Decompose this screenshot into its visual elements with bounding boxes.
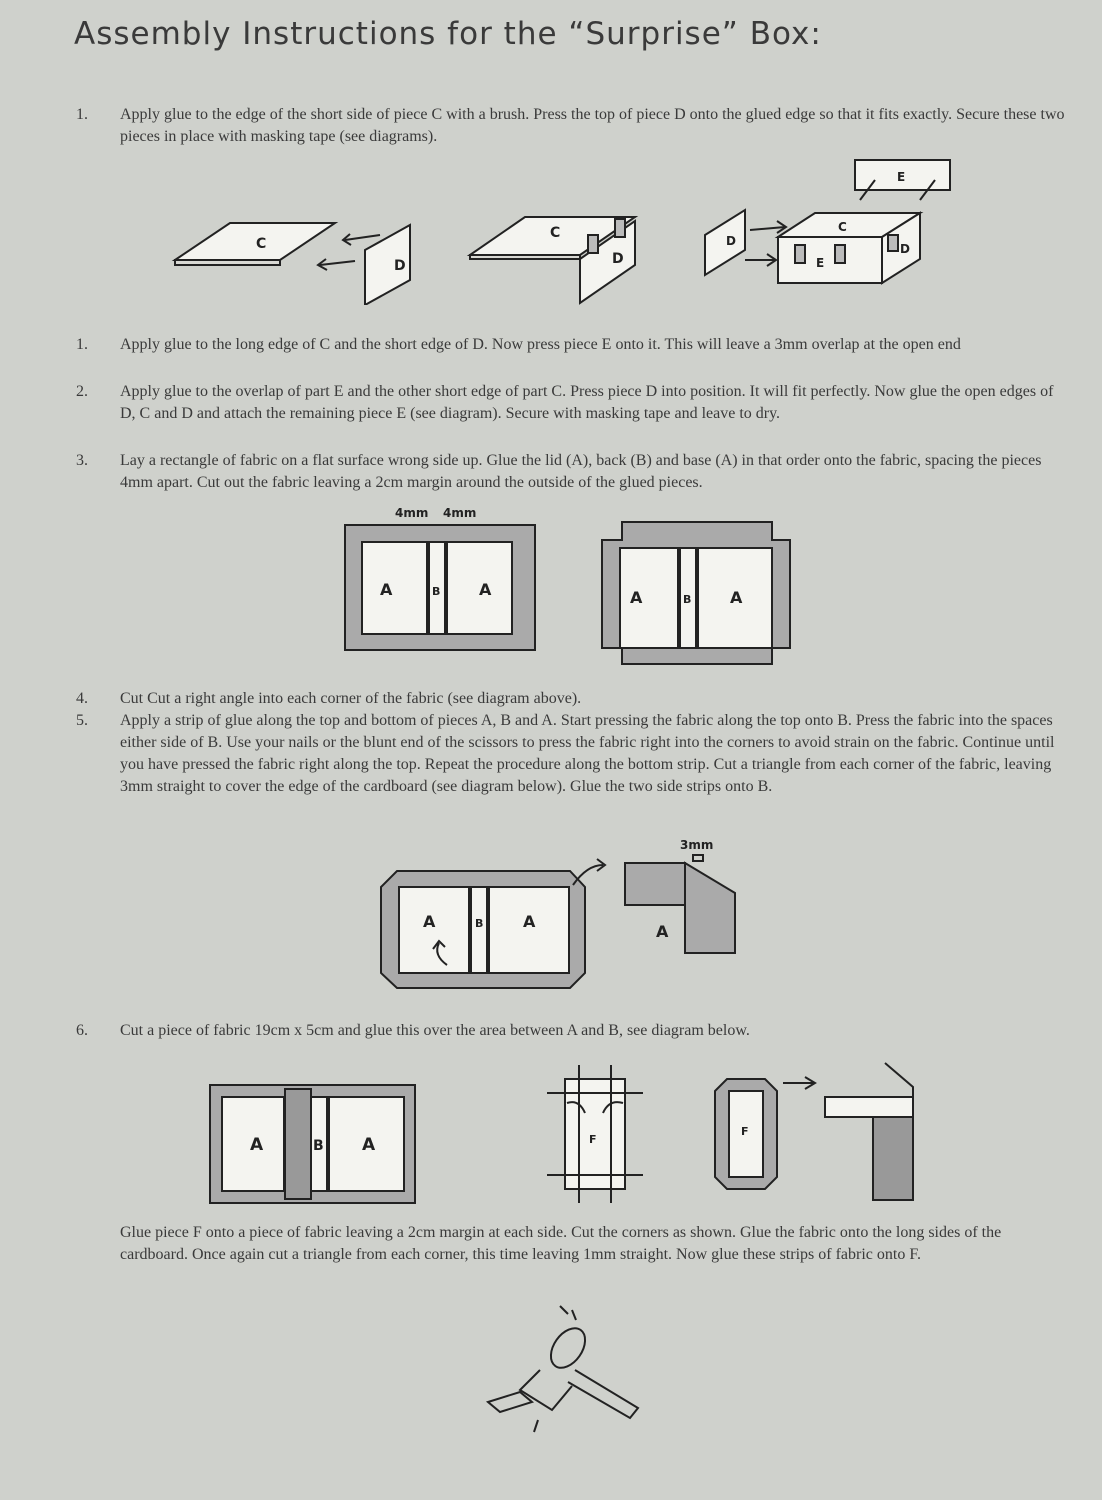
dimension-4mm: 4mm (395, 506, 428, 520)
hammer-illustration (485, 1305, 640, 1433)
label-a: A (380, 580, 393, 599)
step-number: 1. (76, 336, 88, 353)
instruction-step: 4. Cut Cut a right angle into each corne… (76, 688, 1066, 710)
label-a: A (523, 912, 536, 931)
label-a: A (362, 1135, 376, 1155)
instruction-step: 1. Apply glue to the long edge of C and … (76, 334, 1066, 356)
step-text: Cut Cut a right angle into each corner o… (120, 690, 582, 707)
label-d: D (612, 251, 624, 267)
diagram-piece-f: A B A F F (209, 1062, 914, 1204)
instruction-step: 2. Apply glue to the overlap of part E a… (76, 381, 1066, 425)
label-d: D (900, 242, 910, 256)
label-f: F (589, 1133, 597, 1146)
diagram-box-frame-assembly: C D C D D C E D E (171, 159, 951, 305)
step-number: 1. (76, 106, 88, 123)
step-text: Apply glue to the long edge of C and the… (120, 336, 961, 353)
step-text: Lay a rectangle of fabric on a flat surf… (120, 452, 1042, 491)
label-b: B (683, 593, 691, 606)
label-a: A (250, 1135, 264, 1155)
label-c: C (256, 236, 266, 252)
label-e: E (897, 170, 905, 184)
step-number: 6. (76, 1022, 88, 1039)
label-a: A (423, 912, 436, 931)
label-c: C (550, 225, 560, 241)
label-a: A (730, 588, 743, 607)
step-number: 4. (76, 690, 88, 707)
label-b: B (475, 917, 483, 930)
step-text: Apply a strip of glue along the top and … (120, 712, 1055, 795)
dimension-4mm: 4mm (443, 506, 476, 520)
label-c: C (838, 220, 847, 234)
step-text: Apply glue to the overlap of part E and … (120, 383, 1054, 422)
label-b: B (432, 585, 440, 598)
diagram-corner-cut: 3mm A B A A (380, 838, 736, 989)
step-number: 2. (76, 383, 88, 400)
label-a: A (656, 922, 669, 941)
label-b: B (313, 1138, 324, 1154)
label-a: A (479, 580, 492, 599)
instruction-step: 5. Apply a strip of glue along the top a… (76, 710, 1066, 798)
label-a: A (630, 588, 643, 607)
closing-paragraph: Glue piece F onto a piece of fabric leav… (120, 1224, 1002, 1263)
instruction-step: 3. Lay a rectangle of fabric on a flat s… (76, 450, 1066, 494)
step-number: 5. (76, 712, 88, 729)
step-text: Apply glue to the edge of the short side… (120, 106, 1065, 145)
label-d: D (394, 258, 406, 274)
page-title: Assembly Instructions for the “Surprise”… (74, 16, 822, 52)
label-e: E (816, 256, 824, 270)
step-number: 3. (76, 452, 88, 469)
label-f: F (741, 1125, 749, 1138)
instruction-step: 6. Cut a piece of fabric 19cm x 5cm and … (76, 1020, 1066, 1042)
dimension-3mm: 3mm (680, 838, 713, 852)
step-text: Cut a piece of fabric 19cm x 5cm and glu… (120, 1022, 750, 1039)
label-d: D (726, 234, 736, 248)
instruction-step: 1. Apply glue to the edge of the short s… (76, 104, 1066, 148)
diagram-fabric-layout: 4mm 4mm A B A A B A (344, 506, 791, 665)
